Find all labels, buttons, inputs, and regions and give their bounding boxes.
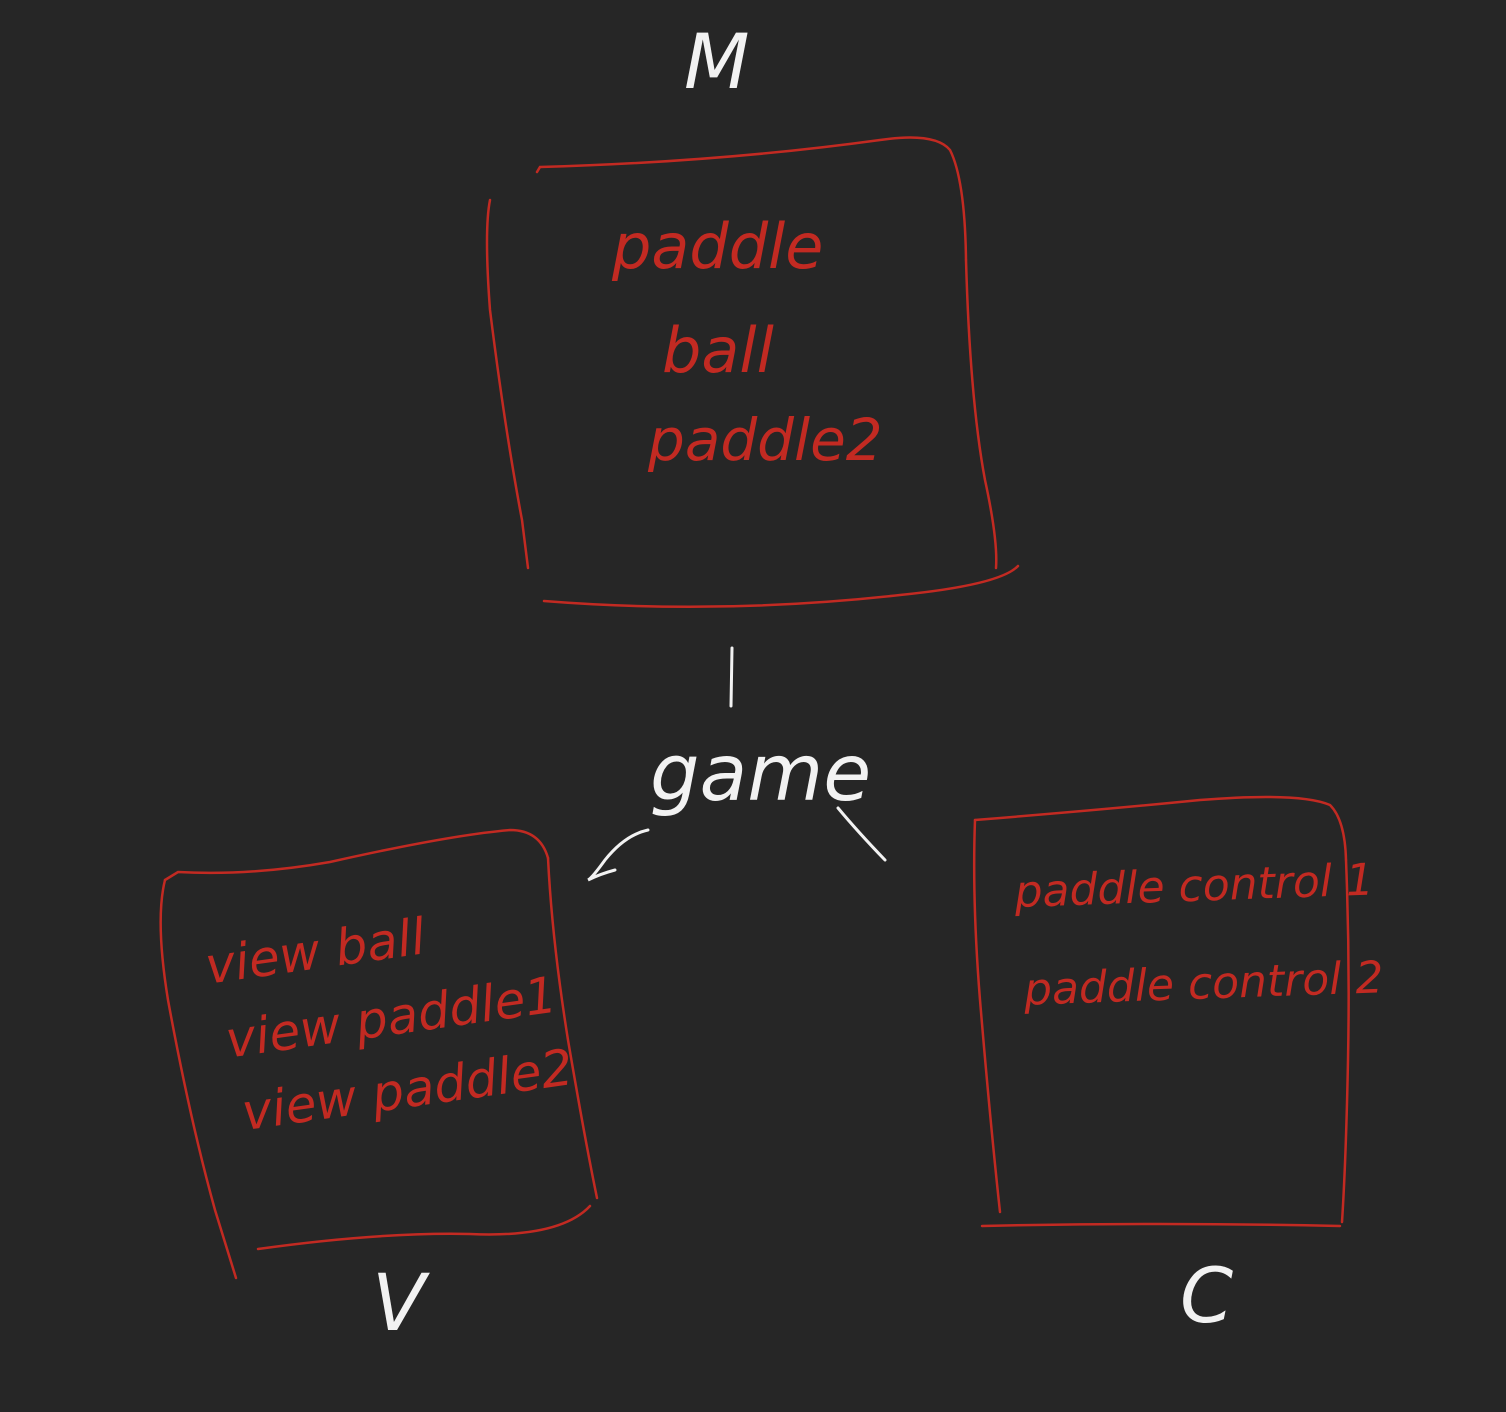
view-label: V	[372, 1259, 430, 1349]
model-label: M	[684, 17, 750, 106]
view-box-top-edge	[163, 828, 550, 882]
model-item-paddle: paddle	[611, 210, 823, 283]
controller-item-control1: paddle control 1	[1013, 855, 1375, 919]
model-box	[485, 136, 1020, 609]
controller-box	[972, 795, 1350, 1228]
view-box	[159, 828, 599, 1280]
view-connector-line	[587, 828, 650, 882]
model-item-paddle2: paddle2	[647, 406, 883, 474]
model-item-ball: ball	[662, 314, 774, 387]
view-item-ball: view ball	[202, 907, 429, 995]
view-box-right-edge	[546, 856, 599, 1200]
controller-item-control2: paddle control 2	[1022, 952, 1384, 1016]
model-box-top-edge	[535, 136, 968, 262]
view-box-bottom-edge	[256, 1204, 592, 1251]
model-connector-line	[729, 646, 734, 708]
model-box-bottom-edge	[542, 564, 1020, 609]
controller-box-top-edge	[973, 795, 1348, 862]
controller-box-left-edge	[972, 818, 1002, 1214]
controller-box-bottom-edge	[980, 1222, 1342, 1228]
controller-connector-line	[836, 806, 887, 862]
view-box-left-edge	[159, 878, 238, 1280]
model-box-right-edge	[964, 258, 998, 570]
controller-box-right-edge	[1340, 858, 1350, 1224]
controller-label: C	[1180, 1251, 1233, 1340]
model-box-left-edge	[485, 198, 530, 570]
hub-label: game	[650, 729, 871, 819]
